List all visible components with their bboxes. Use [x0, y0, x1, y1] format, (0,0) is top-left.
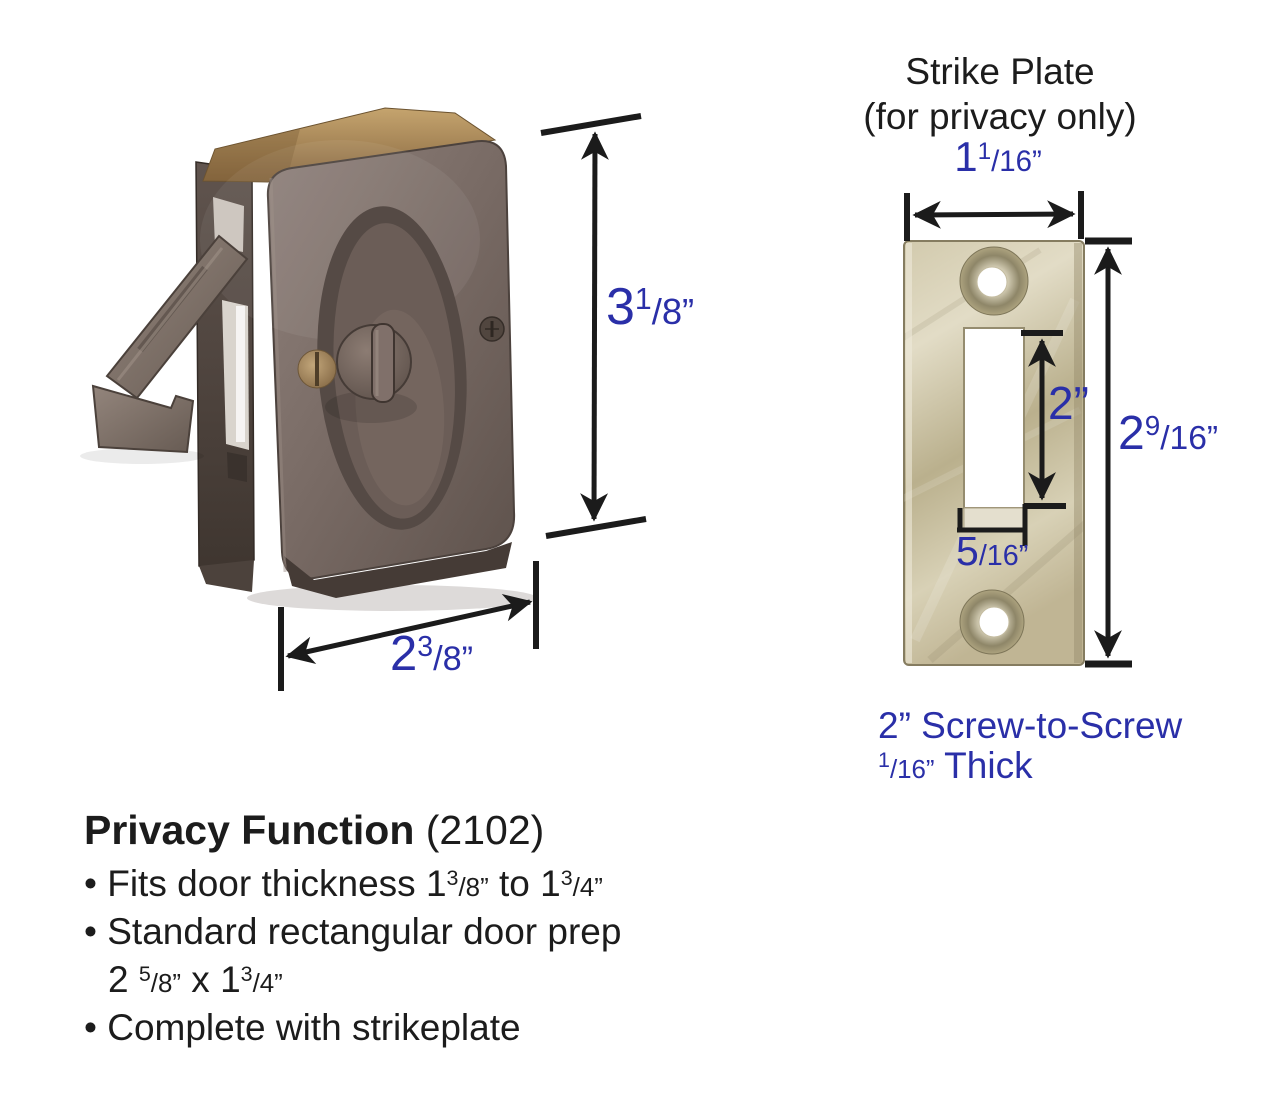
strike-plate-title: Strike Plate — [905, 51, 1095, 92]
strike-screw-hole-top-center — [976, 266, 1008, 298]
strike-plate-height-dimension — [1085, 237, 1132, 668]
strike-plate-subtitle: (for privacy only) — [863, 96, 1137, 137]
lock-face-left-highlight — [269, 177, 287, 573]
lock-shadow — [247, 585, 537, 611]
lock-bracket-foot — [199, 560, 254, 592]
strike-plate-width-dimension — [904, 191, 1084, 241]
lock-bracket-window-highlight — [236, 306, 245, 442]
pocket-lock-photo — [80, 107, 537, 611]
strike-screw-hole-bottom-center — [978, 606, 1010, 638]
strike-slot-height-dimension-label: 2” — [1048, 377, 1089, 429]
thumb-turn-shadow — [325, 391, 417, 423]
strike-note-screw-to-screw: 2” Screw-to-Screw — [878, 705, 1183, 746]
strike-slot-height-dimension — [1021, 330, 1066, 509]
strike-latch-slot — [963, 327, 1025, 509]
pull-hook-highlight — [116, 247, 224, 381]
pull-hook-foot — [91, 384, 195, 454]
description-title: Privacy Function (2102) — [84, 807, 545, 853]
lock-bracket-hole — [227, 452, 247, 482]
description-bullet-door-prep: • Standard rectangular door prep — [84, 911, 622, 952]
lock-underside — [284, 542, 512, 598]
lock-width-dimension-label: 23/8” — [390, 627, 474, 681]
lock-brass-shade — [203, 129, 300, 182]
strike-plate-photo — [903, 240, 1085, 666]
strike-slot-width-dimension-label: 5/16” — [956, 528, 1029, 574]
lock-brass-top — [202, 107, 497, 183]
strike-plate-width-dimension-label: 11/16” — [954, 133, 1042, 180]
strike-plate-height-dimension-label: 29/16” — [1118, 407, 1219, 460]
strike-slot-width-dimension — [957, 504, 1028, 546]
description-bullet-strikeplate: • Complete with strikeplate — [84, 1007, 521, 1048]
lock-width-dimension — [278, 561, 539, 691]
description-bullet-door-thickness: • Fits door thickness 13/8” to 13/4” — [84, 863, 603, 904]
lock-height-dimension-label: 31/8” — [606, 278, 695, 336]
strike-latch-slot-recess — [963, 507, 1025, 530]
thumb-turn-bar — [371, 323, 395, 403]
description-door-prep-size: 2 5/8” x 13/4” — [108, 959, 283, 1000]
strike-note-thickness: 1/16” Thick — [878, 745, 1033, 786]
lock-height-dimension — [540, 113, 647, 539]
pull-hook-bar — [105, 234, 249, 400]
